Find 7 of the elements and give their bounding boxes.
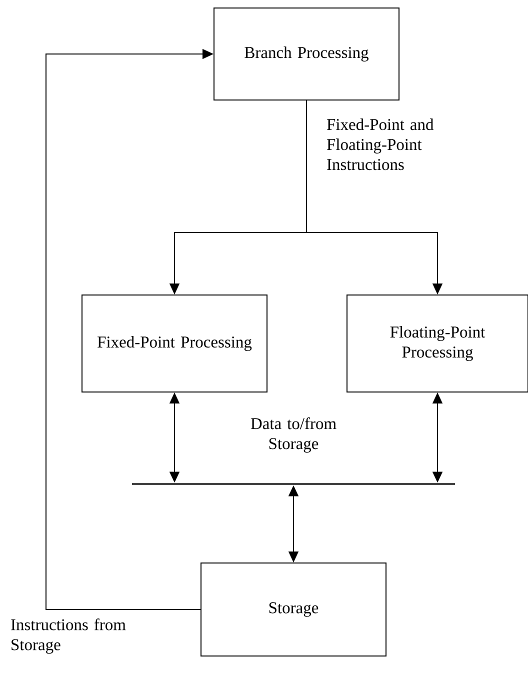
- process-box: Fixed-Point Processing: [82, 294, 268, 392]
- edge-label: Fixed-Point and Floating-Point Instructions: [326, 118, 434, 170]
- bus-label: Data to/from Storage: [250, 417, 336, 453]
- process-box: Storage: [200, 562, 386, 656]
- process-box: Floating-Point Processing: [346, 294, 528, 392]
- edge-label: Instructions from Storage: [11, 618, 126, 654]
- process-box: Branch Processing: [214, 8, 400, 100]
